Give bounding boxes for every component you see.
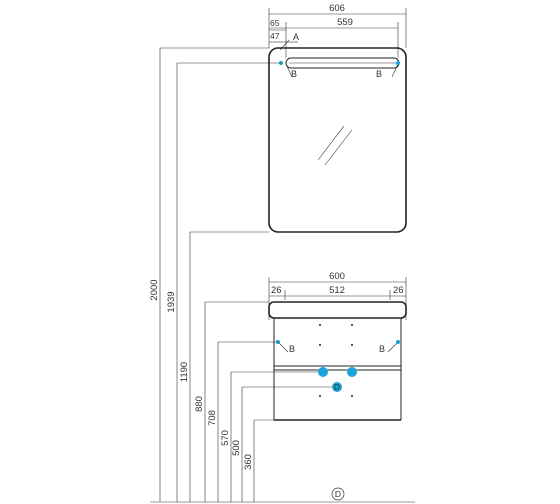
floor-marker: [331, 487, 345, 501]
vanity-cabinet: B B D: [268, 301, 407, 421]
hole-mark: [351, 344, 353, 346]
height-2000: 2000: [149, 279, 160, 300]
hole-mark: [319, 344, 321, 346]
cabinet-fixing-left: B: [289, 344, 295, 354]
water-inlet-left: [318, 367, 328, 377]
mirror: B B: [268, 47, 407, 233]
cabinet-width-total: 600: [329, 271, 345, 282]
height-1939: 1939: [166, 291, 177, 312]
mirror-dimensions: 606 559 65 47 A: [268, 3, 407, 58]
hole-mark: [351, 324, 353, 326]
mirror-point-a: A: [293, 32, 299, 42]
height-880: 880: [194, 396, 205, 412]
mirror-offset-65: 65: [270, 18, 280, 28]
mirror-fixing-right: B: [376, 69, 382, 79]
mirror-fixing-left: B: [291, 69, 297, 79]
cabinet-width-inner: 512: [329, 285, 345, 296]
height-708: 708: [207, 410, 218, 426]
hole-mark: [319, 395, 321, 397]
height-360: 360: [243, 454, 254, 470]
drain-outlet-label: D: [334, 382, 340, 392]
mirror-width-total: 606: [329, 3, 345, 14]
water-inlet-right: [347, 367, 357, 377]
height-1190: 1190: [179, 362, 190, 382]
mirror-offset-47: 47: [270, 31, 280, 41]
hole-mark: [351, 395, 353, 397]
height-500: 500: [231, 440, 242, 456]
cabinet-fixing-point-right: [396, 340, 400, 344]
height-570: 570: [220, 430, 231, 446]
drain-outlet: [332, 382, 342, 392]
cabinet-side-right: 26: [393, 285, 404, 296]
cabinet-dimensions: 600 26 512 26: [268, 271, 407, 320]
cabinet-side-left: 26: [271, 285, 282, 296]
mirror-fixing-point-right: [396, 61, 400, 65]
cabinet-fixing-right: B: [379, 344, 385, 354]
mirror-width-inner: 559: [337, 17, 353, 28]
hole-mark: [319, 324, 321, 326]
height-dimensions: 2000 1939 1190 880 708 570 500 360 D: [149, 47, 415, 503]
floor-marker-label: D: [335, 489, 341, 499]
